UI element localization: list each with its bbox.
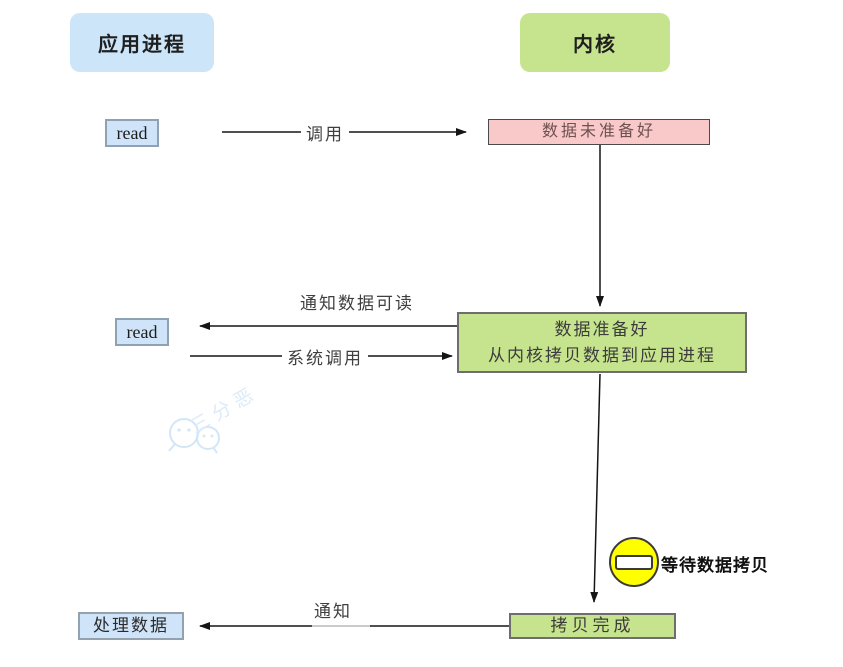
- edge-label-notify-text: 通知: [314, 601, 352, 621]
- notify-label-fade: [312, 621, 370, 631]
- node-copy-done: 拷贝完成: [509, 613, 676, 639]
- header-kernel-label: 内核: [573, 34, 617, 56]
- watermark-text: 三分恶: [187, 382, 263, 439]
- edge-label-call: 调用: [301, 121, 349, 144]
- node-read-1: read: [105, 119, 159, 147]
- edge-label-system-call: 系统调用: [282, 345, 368, 368]
- header-application-process: 应用进程: [70, 13, 214, 72]
- header-kernel: 内核: [520, 13, 670, 72]
- edge-label-notify: 通知: [314, 598, 352, 621]
- edge-label-wait-copy: 等待数据拷贝: [661, 556, 769, 575]
- node-read-2: read: [115, 318, 169, 346]
- node-copy-done-label: 拷贝完成: [550, 616, 635, 636]
- edge-label-notify-readable-text: 通知数据可读: [300, 293, 414, 313]
- arrow-copy-down: [590, 373, 601, 603]
- node-data-ready: 数据准备好 从内核拷贝数据到应用进程: [457, 312, 747, 373]
- node-data-not-ready: 数据未准备好: [488, 119, 710, 145]
- wait-copy-bar-icon: [615, 554, 653, 570]
- node-read-2-label: read: [126, 321, 158, 342]
- node-data-not-ready-label: 数据未准备好: [541, 123, 656, 140]
- header-application-process-label: 应用进程: [98, 34, 186, 56]
- node-read-1-label: read: [116, 122, 148, 143]
- edge-label-call-text: 调用: [306, 124, 344, 144]
- wait-copy-icon: [609, 537, 659, 587]
- node-data-ready-line1: 数据准备好: [554, 320, 650, 339]
- node-data-ready-line2: 从内核拷贝数据到应用进程: [488, 345, 716, 365]
- node-process-data-label: 处理数据: [93, 616, 169, 636]
- edge-label-system-call-text: 系统调用: [287, 348, 363, 368]
- node-process-data: 处理数据: [78, 612, 184, 640]
- edge-label-notify-readable: 通知数据可读: [300, 290, 414, 313]
